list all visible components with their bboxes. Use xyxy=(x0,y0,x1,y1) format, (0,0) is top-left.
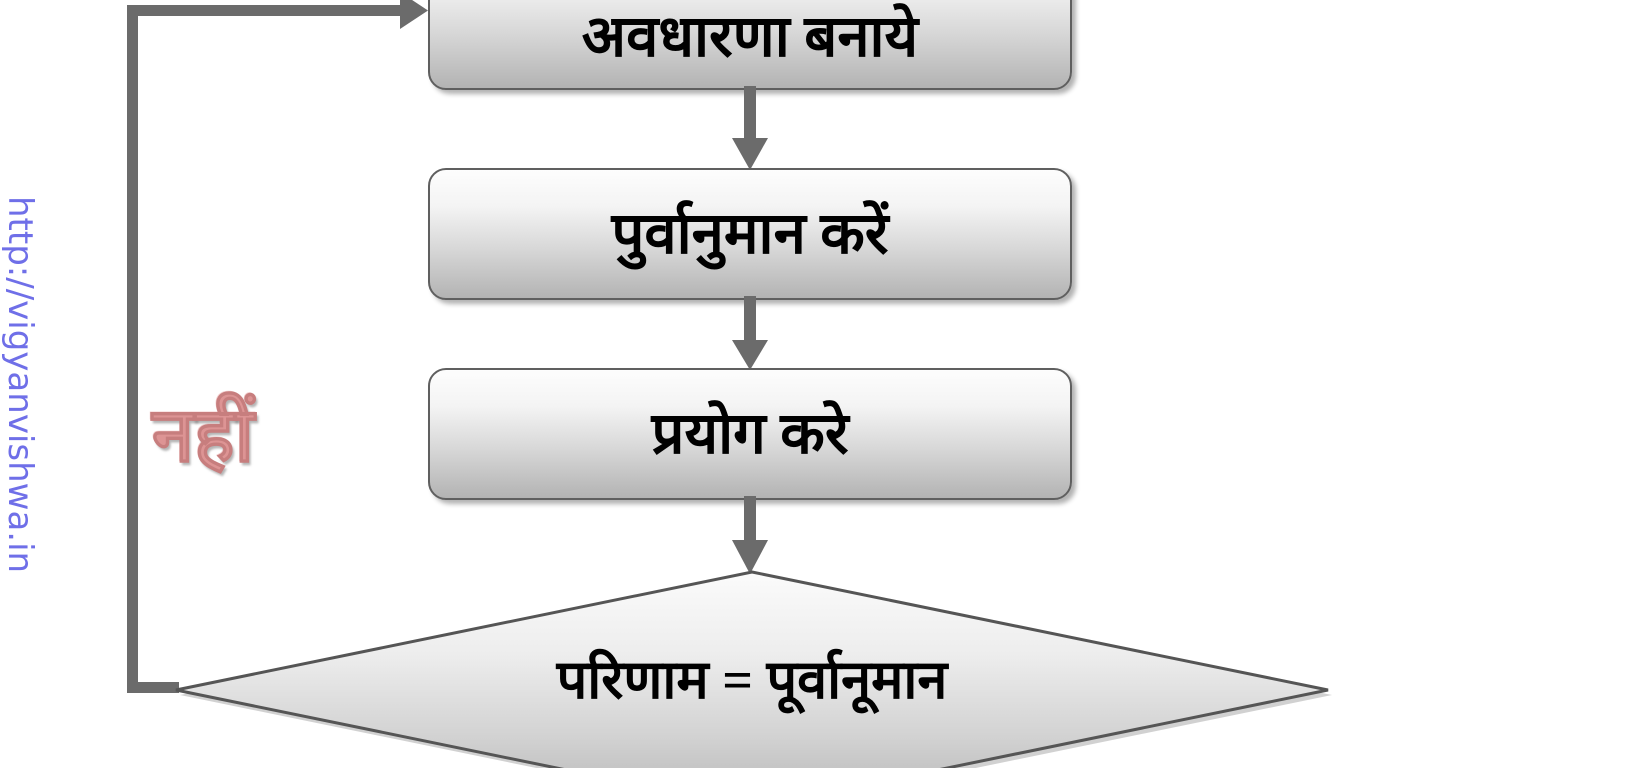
node-decision[interactable] xyxy=(174,570,1332,768)
connector-label-no: नहीं xyxy=(152,394,255,479)
connector-decision-no-feedback xyxy=(120,0,440,700)
node-hypothesis[interactable]: अवधारणा बनाये xyxy=(428,0,1072,90)
arrow-experiment-to-decision xyxy=(726,496,774,576)
node-predict[interactable]: पुर्वानुमान करें xyxy=(428,168,1072,300)
arrow-hypothesis-to-predict xyxy=(726,86,774,172)
node-predict-label: पुर्वानुमान करें xyxy=(611,200,889,266)
node-experiment-label: प्रयोग करे xyxy=(651,400,849,466)
arrow-predict-to-experiment xyxy=(726,296,774,372)
watermark-url: http://vigyanvishwa.in xyxy=(0,196,40,574)
node-hypothesis-label: अवधारणा बनाये xyxy=(581,3,919,69)
node-experiment[interactable]: प्रयोग करे xyxy=(428,368,1072,500)
